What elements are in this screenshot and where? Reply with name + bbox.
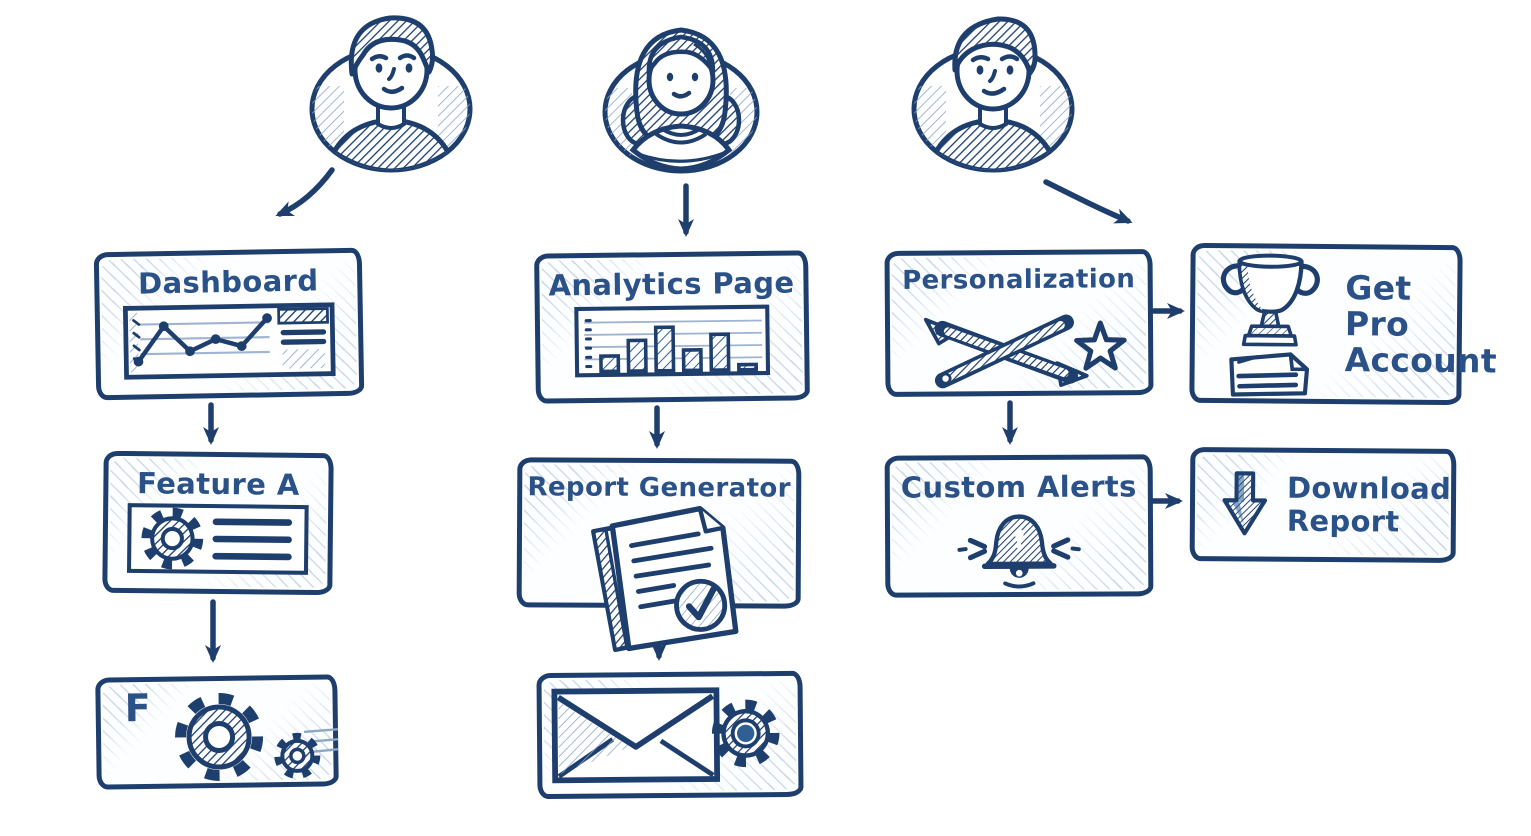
user3-male-avatar <box>911 16 1075 173</box>
card-document-icon <box>1229 352 1310 397</box>
bar-chart-icon <box>574 304 771 378</box>
crossed-tools-star-icon <box>923 314 1127 389</box>
node-custom-alerts: Custom Alerts <box>884 454 1154 598</box>
get-pro-line-3: Account <box>1344 340 1498 381</box>
trophy-icon <box>1220 253 1320 347</box>
node-analytics-title: Analytics Page <box>548 265 795 303</box>
double-gears-icon <box>175 692 339 781</box>
node-dashboard: Dashboard <box>93 247 365 401</box>
user1-male-avatar <box>309 15 473 173</box>
node-feature-f: F <box>95 674 339 790</box>
gear-list-icon <box>126 503 309 575</box>
node-dashboard-title: Dashboard <box>137 263 319 301</box>
arrow-user3-to-personalization <box>1043 179 1133 224</box>
bell-icon <box>957 514 1081 589</box>
node-get-pro-account: Get Pro Account <box>1189 242 1497 406</box>
download-report-line-2: Report <box>1286 503 1400 539</box>
node-feature-a: Feature A <box>102 450 334 596</box>
arrow-user1-to-dashboard <box>275 167 335 217</box>
node-download-report: Download Report <box>1189 447 1457 563</box>
node-custom-alerts-title: Custom Alerts <box>900 469 1137 505</box>
envelope-gear-icon <box>551 687 780 784</box>
get-pro-line-1: Get <box>1345 267 1412 308</box>
document-check-icon <box>591 505 739 653</box>
download-report-line-1: Download <box>1286 470 1452 506</box>
get-pro-line-2: Pro <box>1344 304 1410 344</box>
line-chart-window-icon <box>122 302 336 380</box>
node-report-generator-title: Report Generator <box>527 472 792 504</box>
node-feature-a-title: Feature A <box>136 466 300 502</box>
node-email-delivery <box>536 670 804 800</box>
node-personalization: Personalization <box>884 249 1154 397</box>
user2-female-avatar <box>602 27 760 174</box>
node-personalization-title: Personalization <box>902 264 1136 296</box>
node-analytics-page: Analytics Page <box>534 250 810 404</box>
download-arrow-icon <box>1222 471 1268 536</box>
